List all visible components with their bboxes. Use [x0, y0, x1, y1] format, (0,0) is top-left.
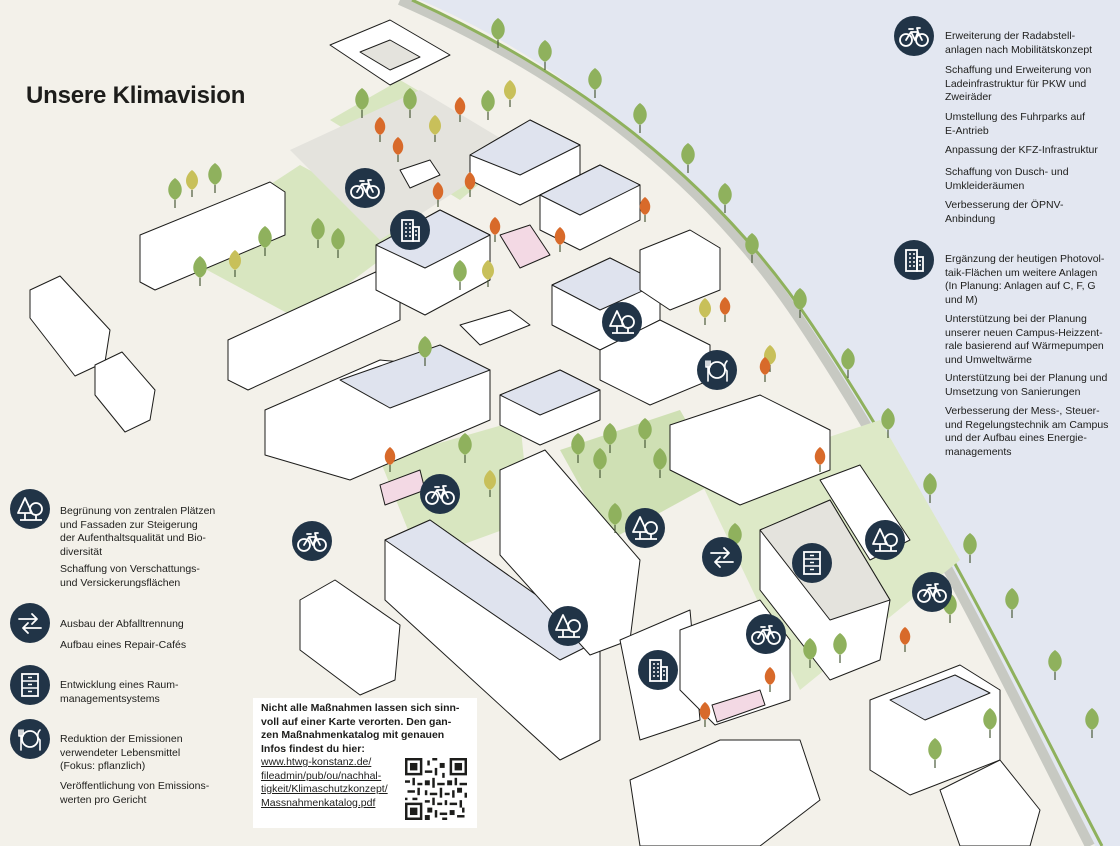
legend-text: Aufbau eines Repair-Cafés — [60, 639, 187, 651]
legend-text: Verbesserung der ÖPNV- Anbindung — [945, 199, 1064, 225]
map-marker-building-solar — [638, 650, 678, 690]
buildings — [29, 19, 1041, 846]
legend-text: Ausbau der Abfalltrennung — [60, 618, 184, 630]
map-marker-bicycle — [912, 572, 952, 612]
cabinet-icon — [21, 673, 39, 697]
riverbank-path — [397, 0, 1095, 846]
legend-badge-mobility — [894, 16, 934, 56]
building-solar-icon — [905, 249, 924, 272]
legend-badge-energy — [894, 240, 934, 280]
legend-badge-greening — [10, 489, 50, 529]
catalog-link[interactable]: www.htwg-konstanz.de/ fileadmin/pub/ou/n… — [261, 756, 388, 809]
map-marker-bicycle — [420, 474, 460, 514]
info-box: Nicht alle Maßnahmen lassen sich sinn- v… — [253, 698, 477, 828]
map-marker-building-solar — [390, 210, 430, 250]
legend-text: Schaffung von Verschattungs- und Versick… — [60, 563, 200, 589]
legend-text: Unterstützung bei der Planung unserer ne… — [945, 313, 1104, 366]
plate-cutlery-icon — [18, 729, 41, 751]
river — [420, 0, 1120, 846]
legend-text: Veröffentlichung von Emissions- werten p… — [60, 780, 210, 806]
map-marker-bicycle — [292, 521, 332, 561]
map-marker-trees — [865, 520, 905, 560]
page-title: Unsere Klimavision — [26, 82, 246, 109]
bicycle-icon — [899, 27, 929, 47]
map-marker-bicycle — [345, 168, 385, 208]
map-marker-cabinet — [792, 543, 832, 583]
legend-text: Begrünung von zentralen Plätzen und Fass… — [60, 505, 216, 558]
qr-code[interactable] — [405, 758, 467, 820]
map-marker-badges — [292, 168, 952, 690]
legend-badge-waste — [10, 603, 50, 643]
legend-text: Schaffung von Dusch- und Umkleideräumen — [945, 166, 1069, 192]
legend-badge-food — [10, 719, 50, 759]
legend-text: Umstellung des Fuhrparks auf E-Antrieb — [945, 111, 1086, 137]
recycle-arrows-icon — [18, 613, 42, 634]
map-marker-trees — [625, 508, 665, 548]
legend-text: Unterstützung bei der Planung und Umsetz… — [945, 372, 1108, 398]
legend-text: Ergänzung der heutigen Photovol- taik-Fl… — [945, 253, 1105, 306]
map-marker-plate-cutlery — [697, 350, 737, 390]
legend-badge-space — [10, 665, 50, 705]
map-marker-trees — [602, 302, 642, 342]
map-marker-recycle-arrows — [702, 537, 742, 577]
legend-text: Entwicklung eines Raum- managementsystem… — [60, 679, 179, 705]
legend-text: Erweiterung der Radabstell- anlagen nach… — [945, 30, 1093, 56]
legend-text: Schaffung und Erweiterung von Ladeinfras… — [945, 64, 1092, 103]
legend-text: Anpassung der KFZ-Infrastruktur — [945, 144, 1098, 156]
parking-area — [290, 90, 520, 240]
trees-icon — [17, 497, 43, 521]
info-heading: Nicht alle Maßnahmen lassen sich sinn- v… — [261, 702, 460, 755]
legend-text: Verbesserung der Mess-, Steuer- und Rege… — [945, 405, 1109, 458]
map-marker-trees — [548, 606, 588, 646]
riverbank-green — [411, 0, 1104, 846]
legend-text: Reduktion der Emissionen verwendeter Leb… — [60, 733, 183, 772]
map-marker-bicycle — [746, 614, 786, 654]
